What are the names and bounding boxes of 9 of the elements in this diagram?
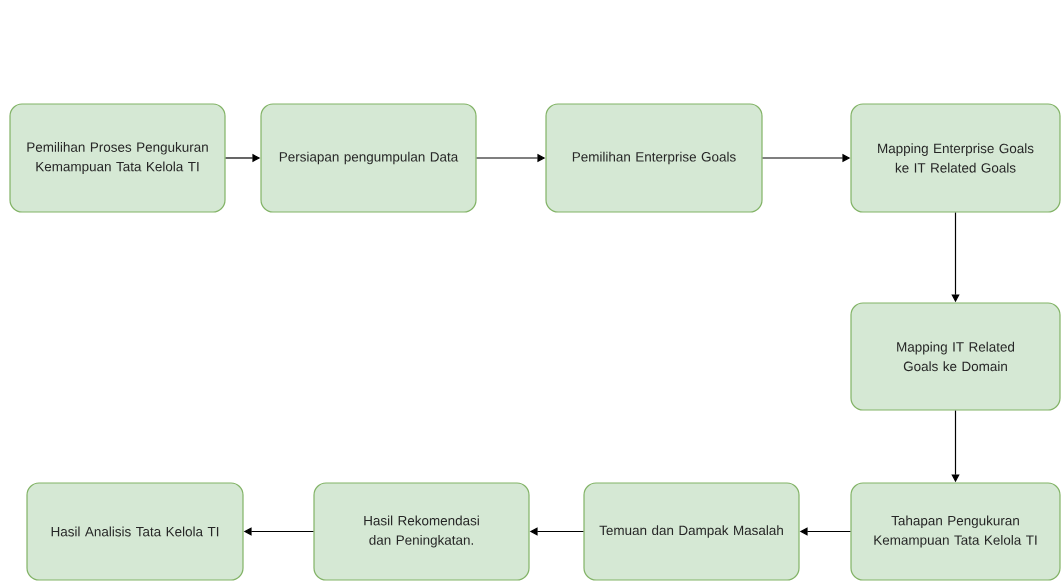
process-box: Tahapan Pengukuran Kemampuan Tata Kelola TI	[850, 482, 1061, 581]
process-box: Mapping Enterprise Goals ke IT Related Goals	[850, 103, 1061, 213]
process-box: Hasil Rekomendasi dan Peningkatan.	[313, 482, 530, 581]
process-box: Pemilihan Enterprise Goals	[545, 103, 763, 213]
process-box: Mapping IT Related Goals ke Domain	[850, 302, 1061, 411]
process-box: Persiapan pengumpulan Data	[260, 103, 477, 213]
process-box: Pemilihan Proses Pengukuran Kemampuan Tata Kelola TI	[9, 103, 226, 213]
process-box: Hasil Analisis Tata Kelola TI	[26, 482, 244, 581]
process-box: Temuan dan Dampak Masalah	[583, 482, 800, 581]
